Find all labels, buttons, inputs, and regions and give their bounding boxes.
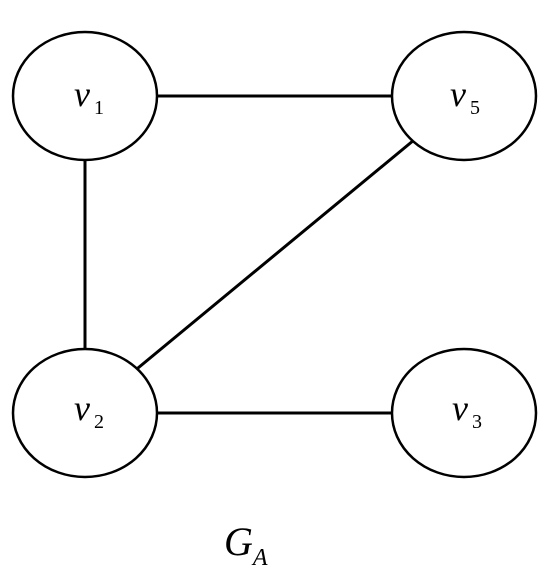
edges-layer [83, 94, 416, 415]
node-v3-circle [390, 347, 538, 479]
graph-title: GA [224, 519, 268, 571]
node-v1-circle [11, 30, 159, 162]
edge-v2-v5 [136, 138, 416, 370]
node-v5-circle [390, 30, 538, 162]
node-v2-circle [11, 347, 159, 479]
